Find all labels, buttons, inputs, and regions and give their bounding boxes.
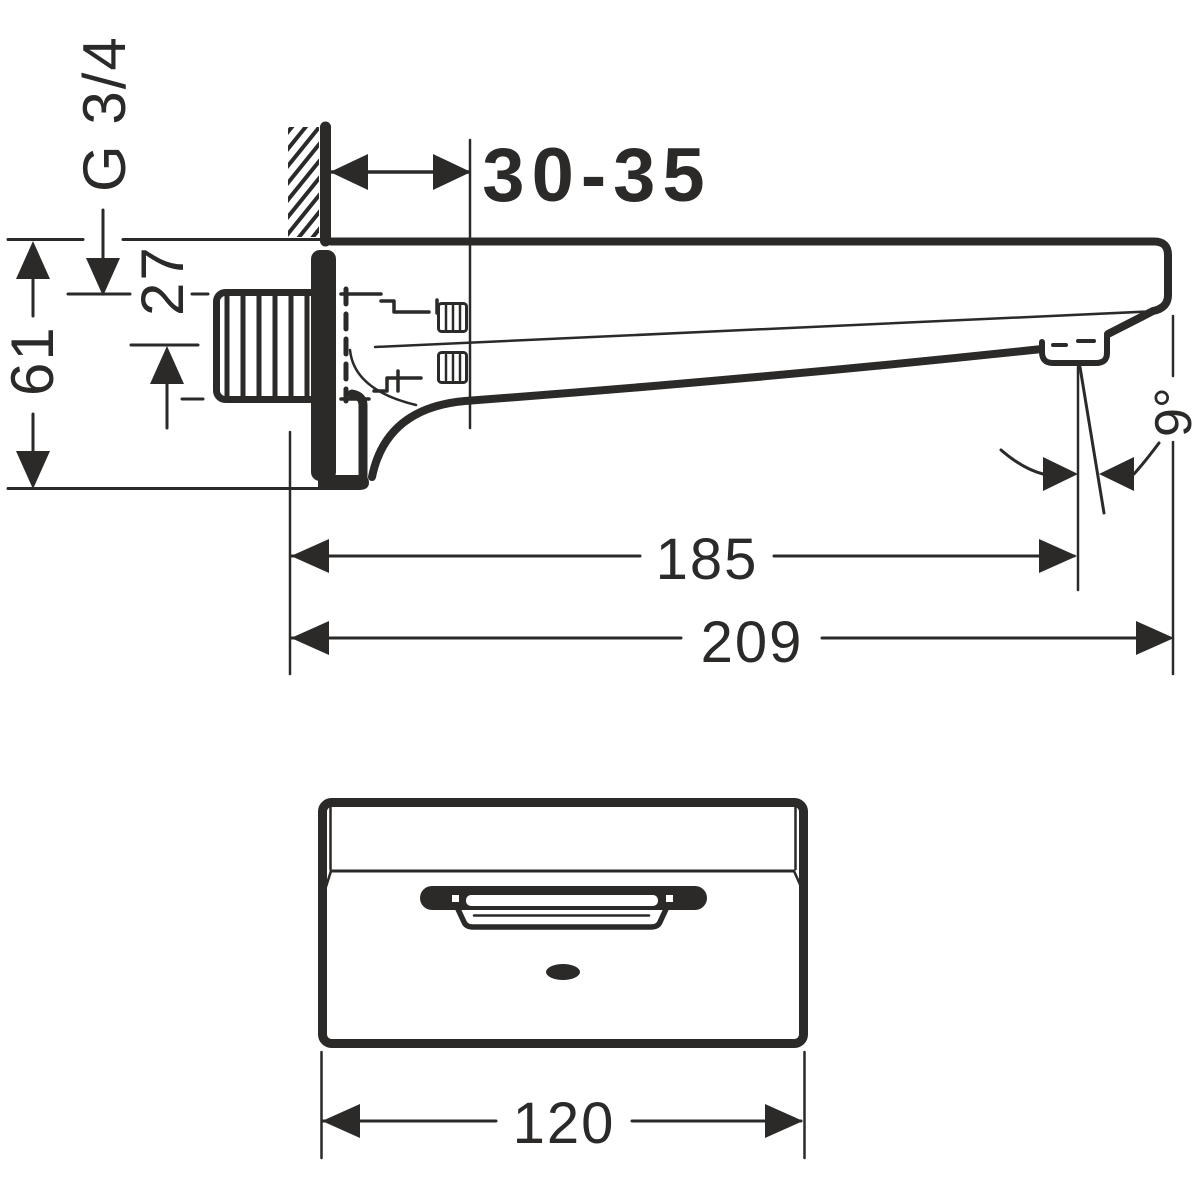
dim-185-label: 185 <box>656 527 759 592</box>
dim-30-35-label: 30-35 <box>482 133 711 218</box>
angle-right-leader-arc <box>1132 441 1161 476</box>
internal-bracket-lower <box>339 369 423 401</box>
dim-209-left-arrowhead <box>291 621 329 655</box>
elbow-inner-curve <box>348 348 418 407</box>
dim-61-top-arrowhead <box>16 241 50 279</box>
body-foot <box>318 475 369 490</box>
angle-left-leader-arc <box>999 448 1045 476</box>
angle-tilted-line <box>1078 365 1106 515</box>
dim-185-left-arrowhead <box>291 539 329 573</box>
dim-27-arrowhead <box>150 346 184 384</box>
wall-hatch-lines <box>288 127 319 237</box>
bottom-view-corner-bevels <box>322 869 804 895</box>
angle-left-arrowhead <box>1043 457 1078 491</box>
dim-209-label: 209 <box>701 610 804 675</box>
internal-bracket-upper <box>339 292 439 315</box>
spout-bottom-edge <box>368 345 1046 481</box>
angle-right-arrowhead <box>1099 457 1134 491</box>
spout-top-and-tip-outline <box>327 237 1172 338</box>
check-valve-upper-ribs <box>444 303 462 332</box>
aerator-detail-dashes <box>1051 339 1096 347</box>
wall-hatching <box>288 127 319 237</box>
elbow-outer-edge <box>347 389 368 482</box>
dim-120-left-arrowhead <box>322 1104 360 1138</box>
outlet-slot-opening <box>466 895 658 906</box>
aerator-housing <box>1039 333 1110 366</box>
thread-nipple-ribs <box>224 292 310 403</box>
bottom-view <box>318 798 808 1160</box>
outlet-lip <box>454 904 670 930</box>
dim-61-label: 61 <box>0 325 66 396</box>
escutcheon-plate <box>311 250 336 481</box>
thread-leader-arrowhead <box>86 258 120 296</box>
angle-9deg-label: 9° <box>1145 387 1200 437</box>
thread-size-label: G 3/4 <box>71 35 138 192</box>
dim-209-right-arrowhead <box>1136 621 1174 655</box>
dim-120-label: 120 <box>513 1091 616 1156</box>
dim-120-right-arrowhead <box>765 1104 803 1138</box>
side-view <box>6 121 1175 676</box>
outlet-slot-left-notch <box>452 895 459 902</box>
dim-27-label: 27 <box>129 245 196 316</box>
dim-30-35-left-arrowhead <box>330 154 368 190</box>
thread-nipple <box>213 289 323 403</box>
dim-30-35-right-arrowhead <box>433 154 471 190</box>
dim-185-right-arrowhead <box>1039 539 1077 573</box>
spout-inner-top-line <box>373 309 1161 349</box>
outlet-slot-right-notch <box>666 895 673 902</box>
drain-hole <box>546 964 580 980</box>
dim-61-bottom-arrowhead <box>16 451 50 489</box>
check-valve-lower-ribs <box>444 353 462 382</box>
thread-edge-dashes <box>180 292 210 401</box>
